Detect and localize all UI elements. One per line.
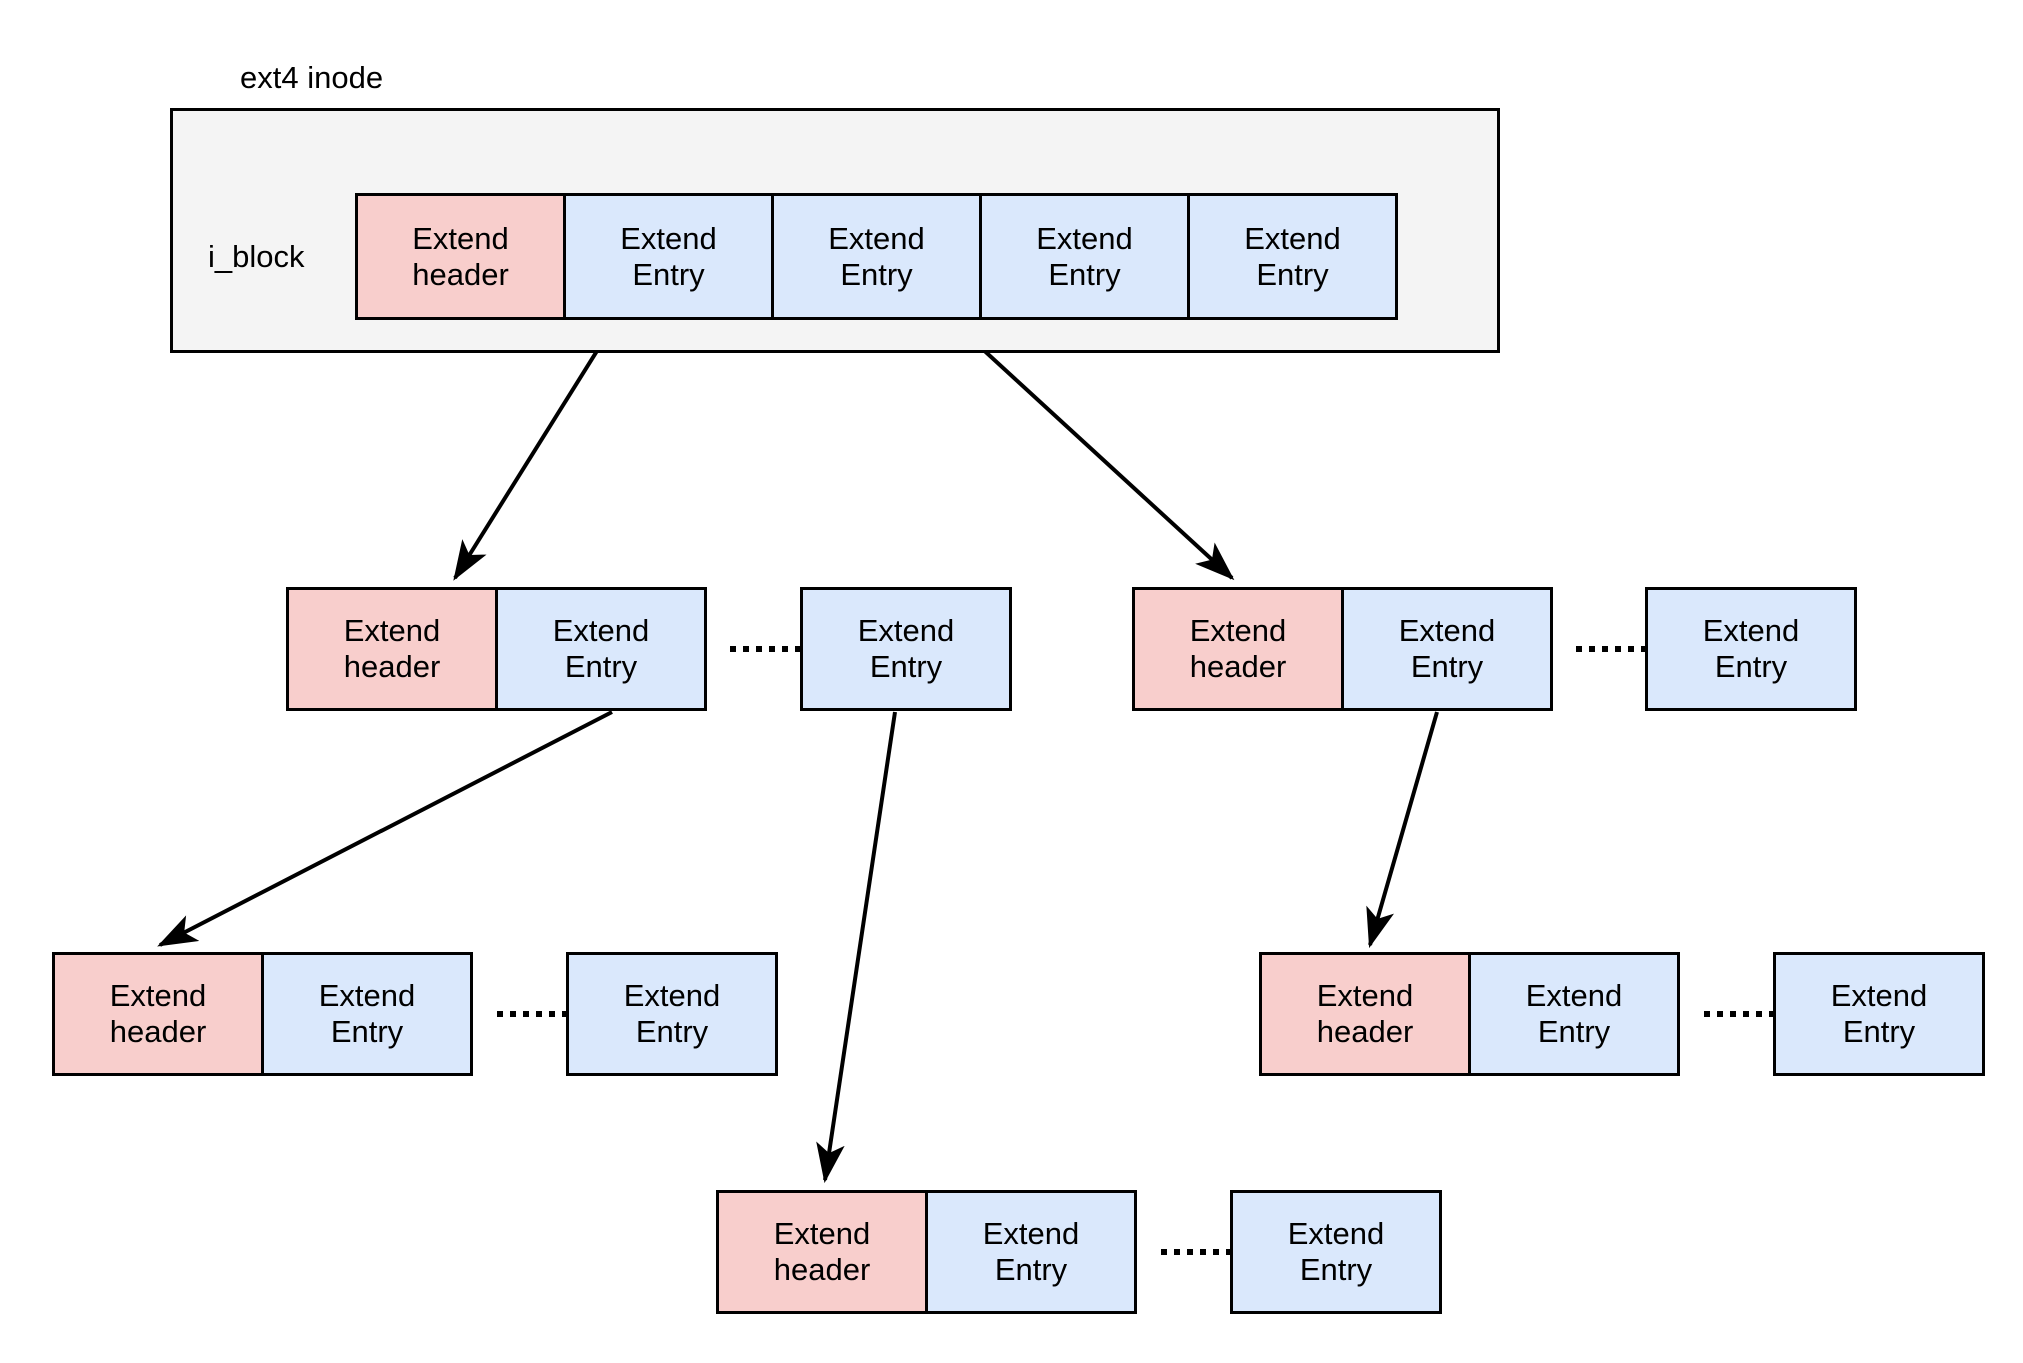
extend-entry-line2: Entry — [994, 1252, 1068, 1287]
extend-header-cell[interactable]: Extend header — [52, 952, 264, 1076]
extend-entry-line1: Extend — [857, 613, 955, 649]
extend-entry-cell[interactable]: Extend Entry — [495, 587, 707, 711]
extend-header-line1: Extend — [109, 978, 207, 1014]
extend-entry-line2: Entry — [1714, 649, 1788, 684]
extend-entry-line2: Entry — [869, 649, 943, 684]
extend-entry-line1: Extend — [620, 220, 717, 256]
extend-entry-line2: Entry — [1410, 649, 1484, 684]
level2-left-tail-entry: Extend Entry — [800, 587, 1012, 711]
connector-l2-right-to-l3-right — [1366, 711, 1439, 949]
extend-header-cell[interactable]: Extend header — [716, 1190, 928, 1314]
connector-l2-left-tail-to-l4-center — [816, 711, 897, 1184]
extend-entry-line1: Extend — [1830, 978, 1928, 1014]
extend-header-cell[interactable]: Extend header — [286, 587, 498, 711]
extend-entry-cell[interactable]: Extend Entry — [1645, 587, 1857, 711]
extend-header-line1: Extend — [412, 220, 509, 256]
extend-entry-line2: Entry — [330, 1014, 404, 1049]
extend-entry-line2: Entry — [635, 1014, 709, 1049]
extend-header-line2: header — [343, 649, 441, 684]
extend-header-line1: Extend — [773, 1216, 871, 1252]
extend-header-line2: header — [1316, 1014, 1414, 1049]
extend-entry-cell[interactable]: Extend Entry — [771, 193, 982, 320]
connector-l2-left-to-l3-left — [157, 710, 613, 947]
extend-entry-line2: Entry — [632, 256, 705, 292]
extend-header-cell[interactable]: Extend header — [1259, 952, 1471, 1076]
extend-header-line1: Extend — [1316, 978, 1414, 1014]
level4-center-extent-block: Extend header Extend Entry — [716, 1190, 1137, 1314]
level2-right-extent-block: Extend header Extend Entry — [1132, 587, 1553, 711]
extend-entry-cell[interactable]: Extend Entry — [1187, 193, 1398, 320]
extend-header-cell[interactable]: Extend header — [1132, 587, 1344, 711]
extend-header-line1: Extend — [1189, 613, 1287, 649]
extend-entry-line1: Extend — [828, 220, 925, 256]
extend-header-line1: Extend — [343, 613, 441, 649]
level2-right-tail-entry: Extend Entry — [1645, 587, 1857, 711]
extend-entry-cell[interactable]: Extend Entry — [1468, 952, 1680, 1076]
extend-entry-line1: Extend — [1525, 978, 1623, 1014]
ellipsis-separator — [1161, 1249, 1232, 1255]
extend-entry-line2: Entry — [840, 256, 913, 292]
extend-entry-cell[interactable]: Extend Entry — [979, 193, 1190, 320]
i-block-label: i_block — [208, 239, 305, 274]
extend-entry-line2: Entry — [1299, 1252, 1373, 1287]
ellipsis-separator — [730, 646, 801, 652]
extend-entry-line1: Extend — [1287, 1216, 1385, 1252]
ellipsis-separator — [1704, 1011, 1775, 1017]
extend-entry-line2: Entry — [1256, 256, 1329, 292]
extend-entry-line2: Entry — [564, 649, 638, 684]
level2-left-extent-block: Extend header Extend Entry — [286, 587, 707, 711]
extend-entry-line1: Extend — [1702, 613, 1800, 649]
level4-center-tail-entry: Extend Entry — [1230, 1190, 1442, 1314]
extend-entry-line1: Extend — [552, 613, 650, 649]
extend-entry-cell[interactable]: Extend Entry — [261, 952, 473, 1076]
extend-entry-cell[interactable]: Extend Entry — [1773, 952, 1985, 1076]
extend-entry-cell[interactable]: Extend Entry — [563, 193, 774, 320]
extend-entry-line1: Extend — [623, 978, 721, 1014]
extend-entry-line2: Entry — [1537, 1014, 1611, 1049]
extend-header-line2: header — [109, 1014, 207, 1049]
extend-entry-line2: Entry — [1842, 1014, 1916, 1049]
extend-entry-line1: Extend — [1244, 220, 1341, 256]
extend-entry-line1: Extend — [1036, 220, 1133, 256]
extend-entry-line2: Entry — [1048, 256, 1121, 292]
extend-header-line2: header — [773, 1252, 871, 1287]
extend-header-line2: header — [412, 256, 509, 292]
page-title: ext4 inode — [240, 60, 384, 95]
extend-entry-cell[interactable]: Extend Entry — [566, 952, 778, 1076]
level3-right-extent-block: Extend header Extend Entry — [1259, 952, 1680, 1076]
extend-entry-cell[interactable]: Extend Entry — [925, 1190, 1137, 1314]
level3-left-tail-entry: Extend Entry — [566, 952, 778, 1076]
extend-header-line2: header — [1189, 649, 1287, 684]
extend-header-cell[interactable]: Extend header — [355, 193, 566, 320]
ellipsis-separator — [1576, 646, 1647, 652]
extend-entry-cell[interactable]: Extend Entry — [800, 587, 1012, 711]
level3-left-extent-block: Extend header Extend Entry — [52, 952, 473, 1076]
level3-right-tail-entry: Extend Entry — [1773, 952, 1985, 1076]
extend-entry-line1: Extend — [982, 1216, 1080, 1252]
extend-entry-cell[interactable]: Extend Entry — [1341, 587, 1553, 711]
extend-entry-cell[interactable]: Extend Entry — [1230, 1190, 1442, 1314]
ellipsis-separator — [497, 1011, 568, 1017]
extend-entry-line1: Extend — [318, 978, 416, 1014]
i-block-extent-array: Extend header Extend Entry Extend Entry … — [355, 193, 1398, 320]
extend-entry-line1: Extend — [1398, 613, 1496, 649]
